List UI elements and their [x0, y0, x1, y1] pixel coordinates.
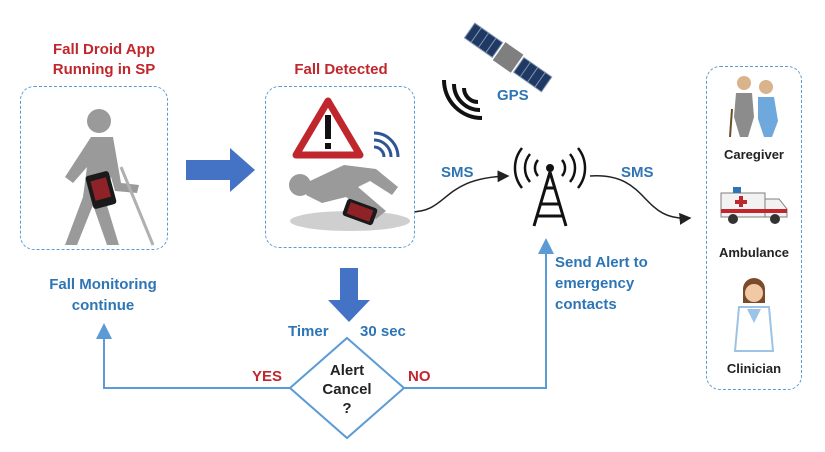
monitoring-line2: continue — [71, 297, 135, 314]
no-path — [404, 238, 554, 389]
yes-path — [96, 323, 290, 389]
send-alert-line2: emergency — [555, 275, 635, 292]
send-alert-line1: Send Alert to — [555, 254, 648, 271]
app-title-line2: Running in SP — [52, 61, 156, 78]
fall-detected-title: Fall Detected — [294, 61, 388, 78]
decision-line1: Alert — [329, 362, 365, 379]
contacts-box: Caregiver Ambulance Clinician — [706, 66, 802, 390]
fall-monitoring-label: Fall Monitoring continue — [28, 274, 178, 316]
no-label: NO — [408, 368, 431, 385]
app-running-box — [20, 86, 168, 250]
clinician-icon — [733, 278, 775, 352]
gps-label: GPS — [497, 87, 529, 104]
tower-icon — [513, 147, 587, 227]
timer-label: Timer — [288, 323, 329, 340]
satellite-icon — [442, 22, 553, 120]
caregiver-icon — [729, 76, 778, 138]
ambulance-icon — [720, 187, 788, 224]
sms-link-right — [589, 175, 692, 225]
block-arrow-down — [328, 268, 370, 322]
send-alert-label: Send Alert to emergency contacts — [555, 252, 695, 315]
contact-clinician: Clinician — [726, 361, 782, 376]
fall-detected-box — [265, 86, 415, 248]
sms-label-right: SMS — [621, 164, 654, 181]
send-alert-line3: contacts — [555, 296, 617, 313]
yes-label: YES — [252, 368, 283, 385]
decision-line3: ? — [342, 400, 352, 417]
decision-line2: Cancel — [322, 381, 372, 398]
app-title-line1: Fall Droid App — [53, 41, 155, 58]
app-title: Fall Droid App Running in SP — [20, 40, 188, 80]
contact-caregiver: Caregiver — [724, 147, 784, 162]
timer-value: 30 sec — [360, 323, 406, 340]
sms-label-left: SMS — [441, 164, 474, 181]
sms-link-left — [409, 170, 510, 213]
fall-scene-icon — [289, 97, 410, 231]
decision-text: Alert Cancel ? — [307, 361, 387, 418]
block-arrow-right — [186, 148, 255, 192]
decision-diamond — [288, 336, 406, 440]
walking-person-icon — [65, 109, 155, 246]
monitoring-line1: Fall Monitoring — [49, 276, 157, 293]
contact-ambulance: Ambulance — [718, 245, 790, 260]
